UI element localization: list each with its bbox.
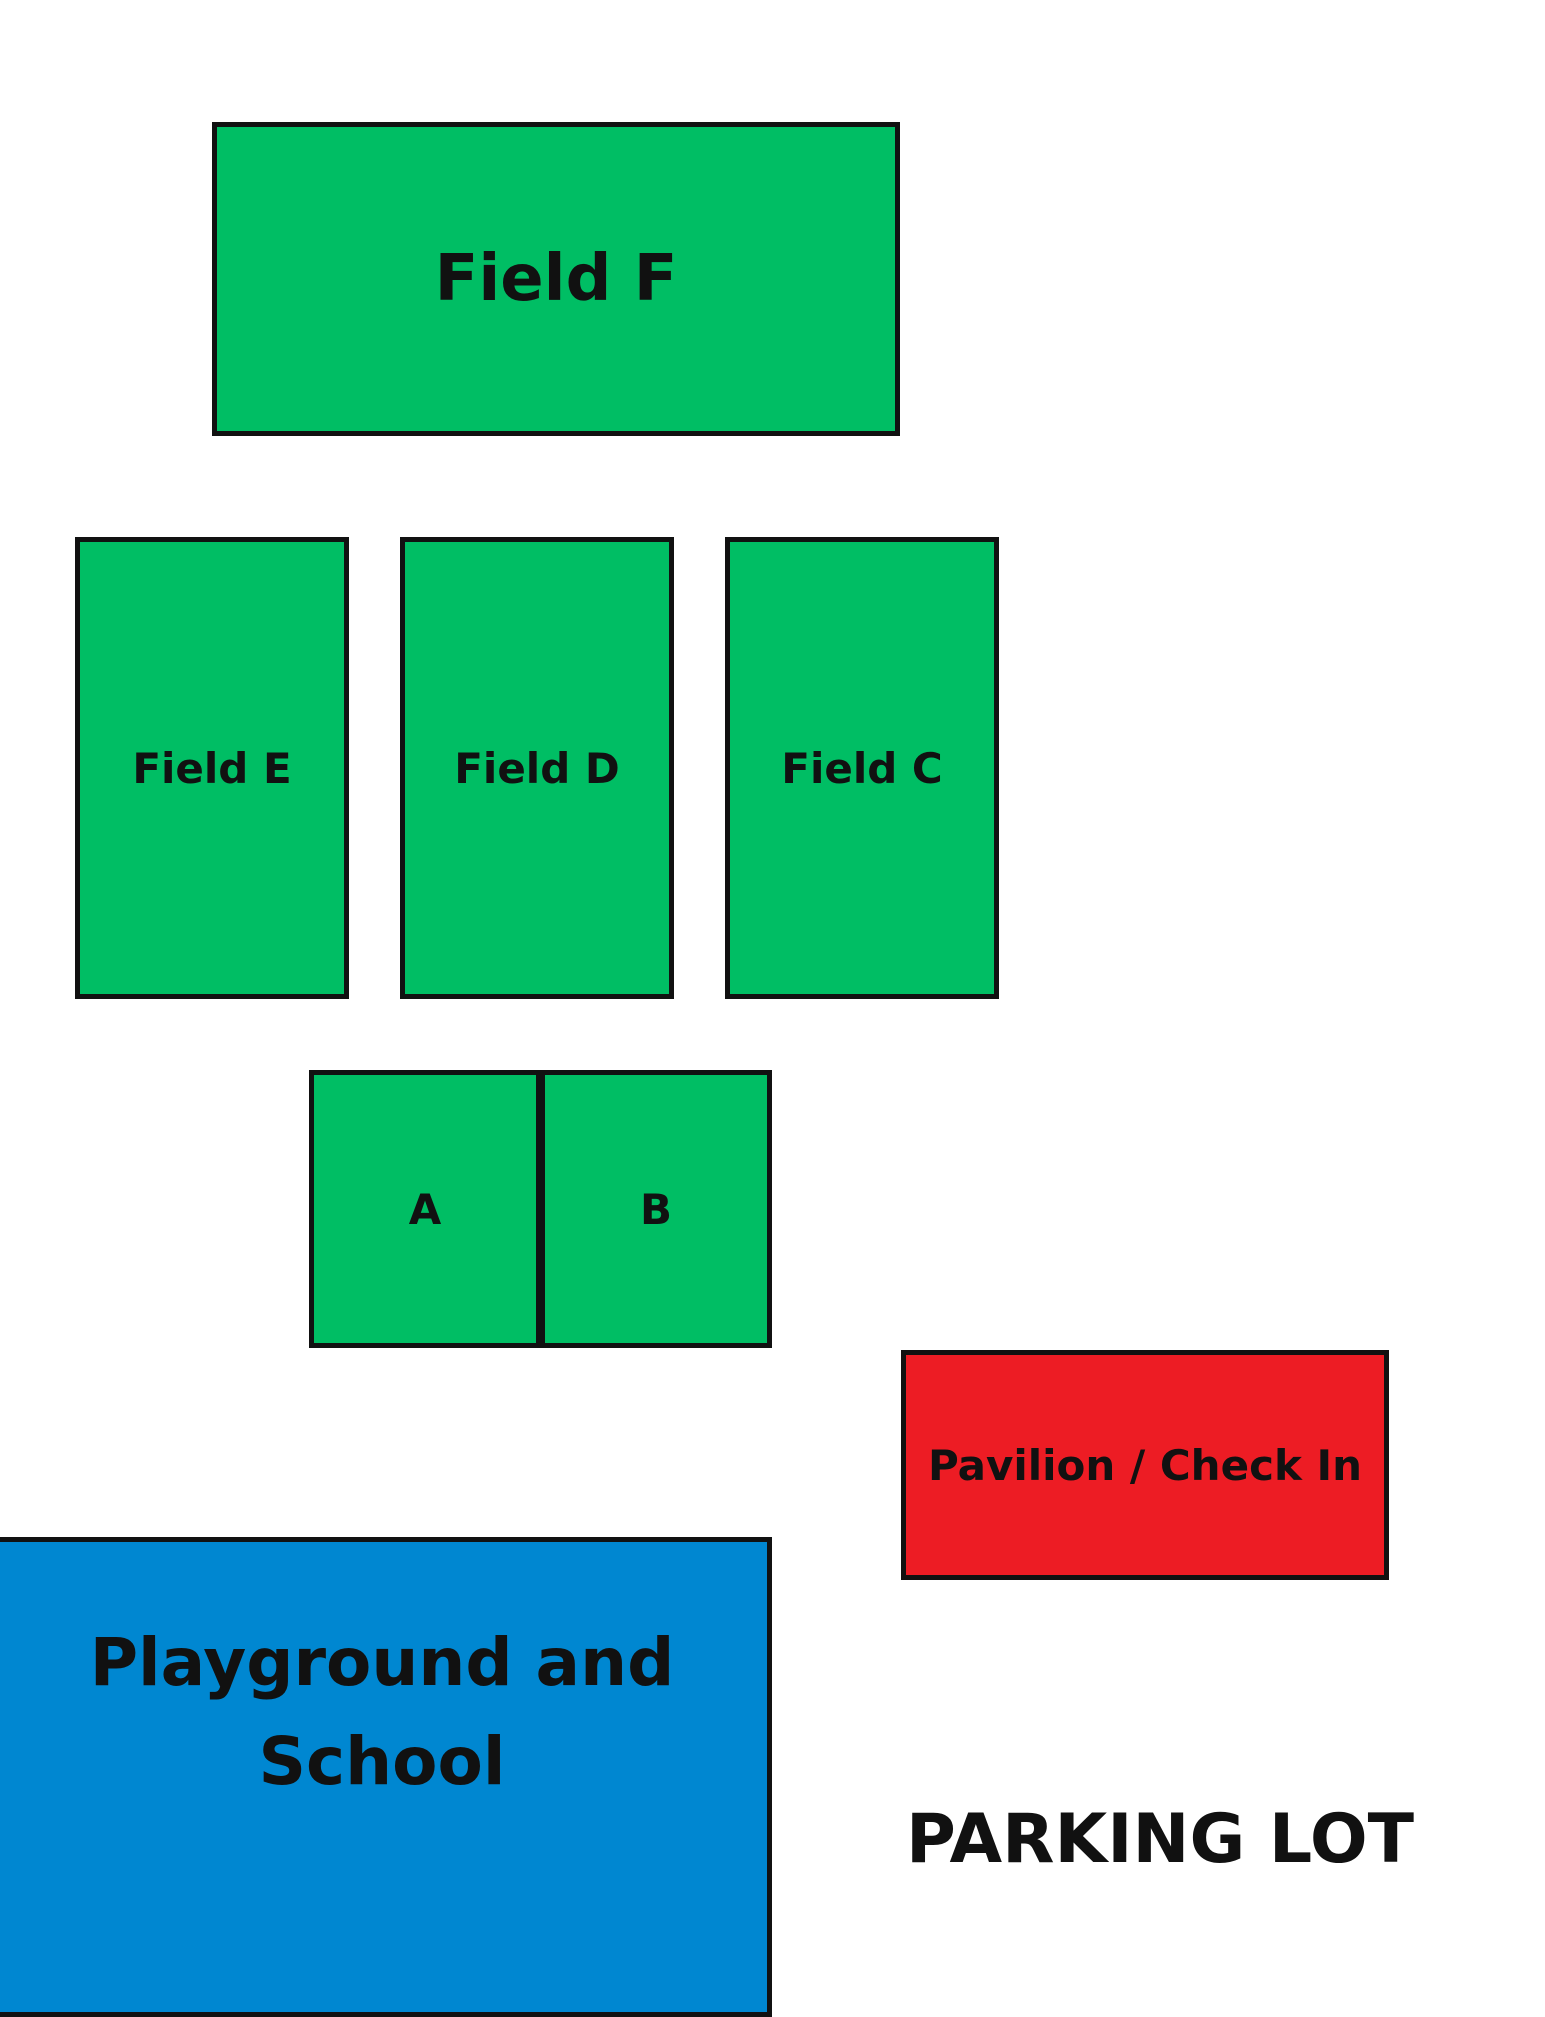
field-d-label: Field D	[454, 743, 620, 793]
field-b-label: B	[639, 1184, 672, 1234]
field-a: A	[309, 1070, 541, 1348]
field-c: Field C	[725, 537, 999, 999]
field-f-label: Field F	[434, 242, 678, 316]
playground-label: Playground and School	[89, 1624, 675, 1800]
field-e-label: Field E	[132, 743, 292, 793]
pavilion-check-in: Pavilion / Check In	[901, 1350, 1389, 1580]
playground-and-school: Playground and School	[0, 1537, 772, 2017]
field-b: B	[540, 1070, 772, 1348]
field-e: Field E	[75, 537, 349, 999]
pavilion-label: Pavilion / Check In	[927, 1440, 1363, 1490]
field-f: Field F	[212, 122, 900, 436]
field-a-label: A	[408, 1184, 442, 1234]
field-c-label: Field C	[781, 743, 943, 793]
parking-lot-label: PARKING LOT	[905, 1800, 1415, 1879]
field-d: Field D	[400, 537, 674, 999]
